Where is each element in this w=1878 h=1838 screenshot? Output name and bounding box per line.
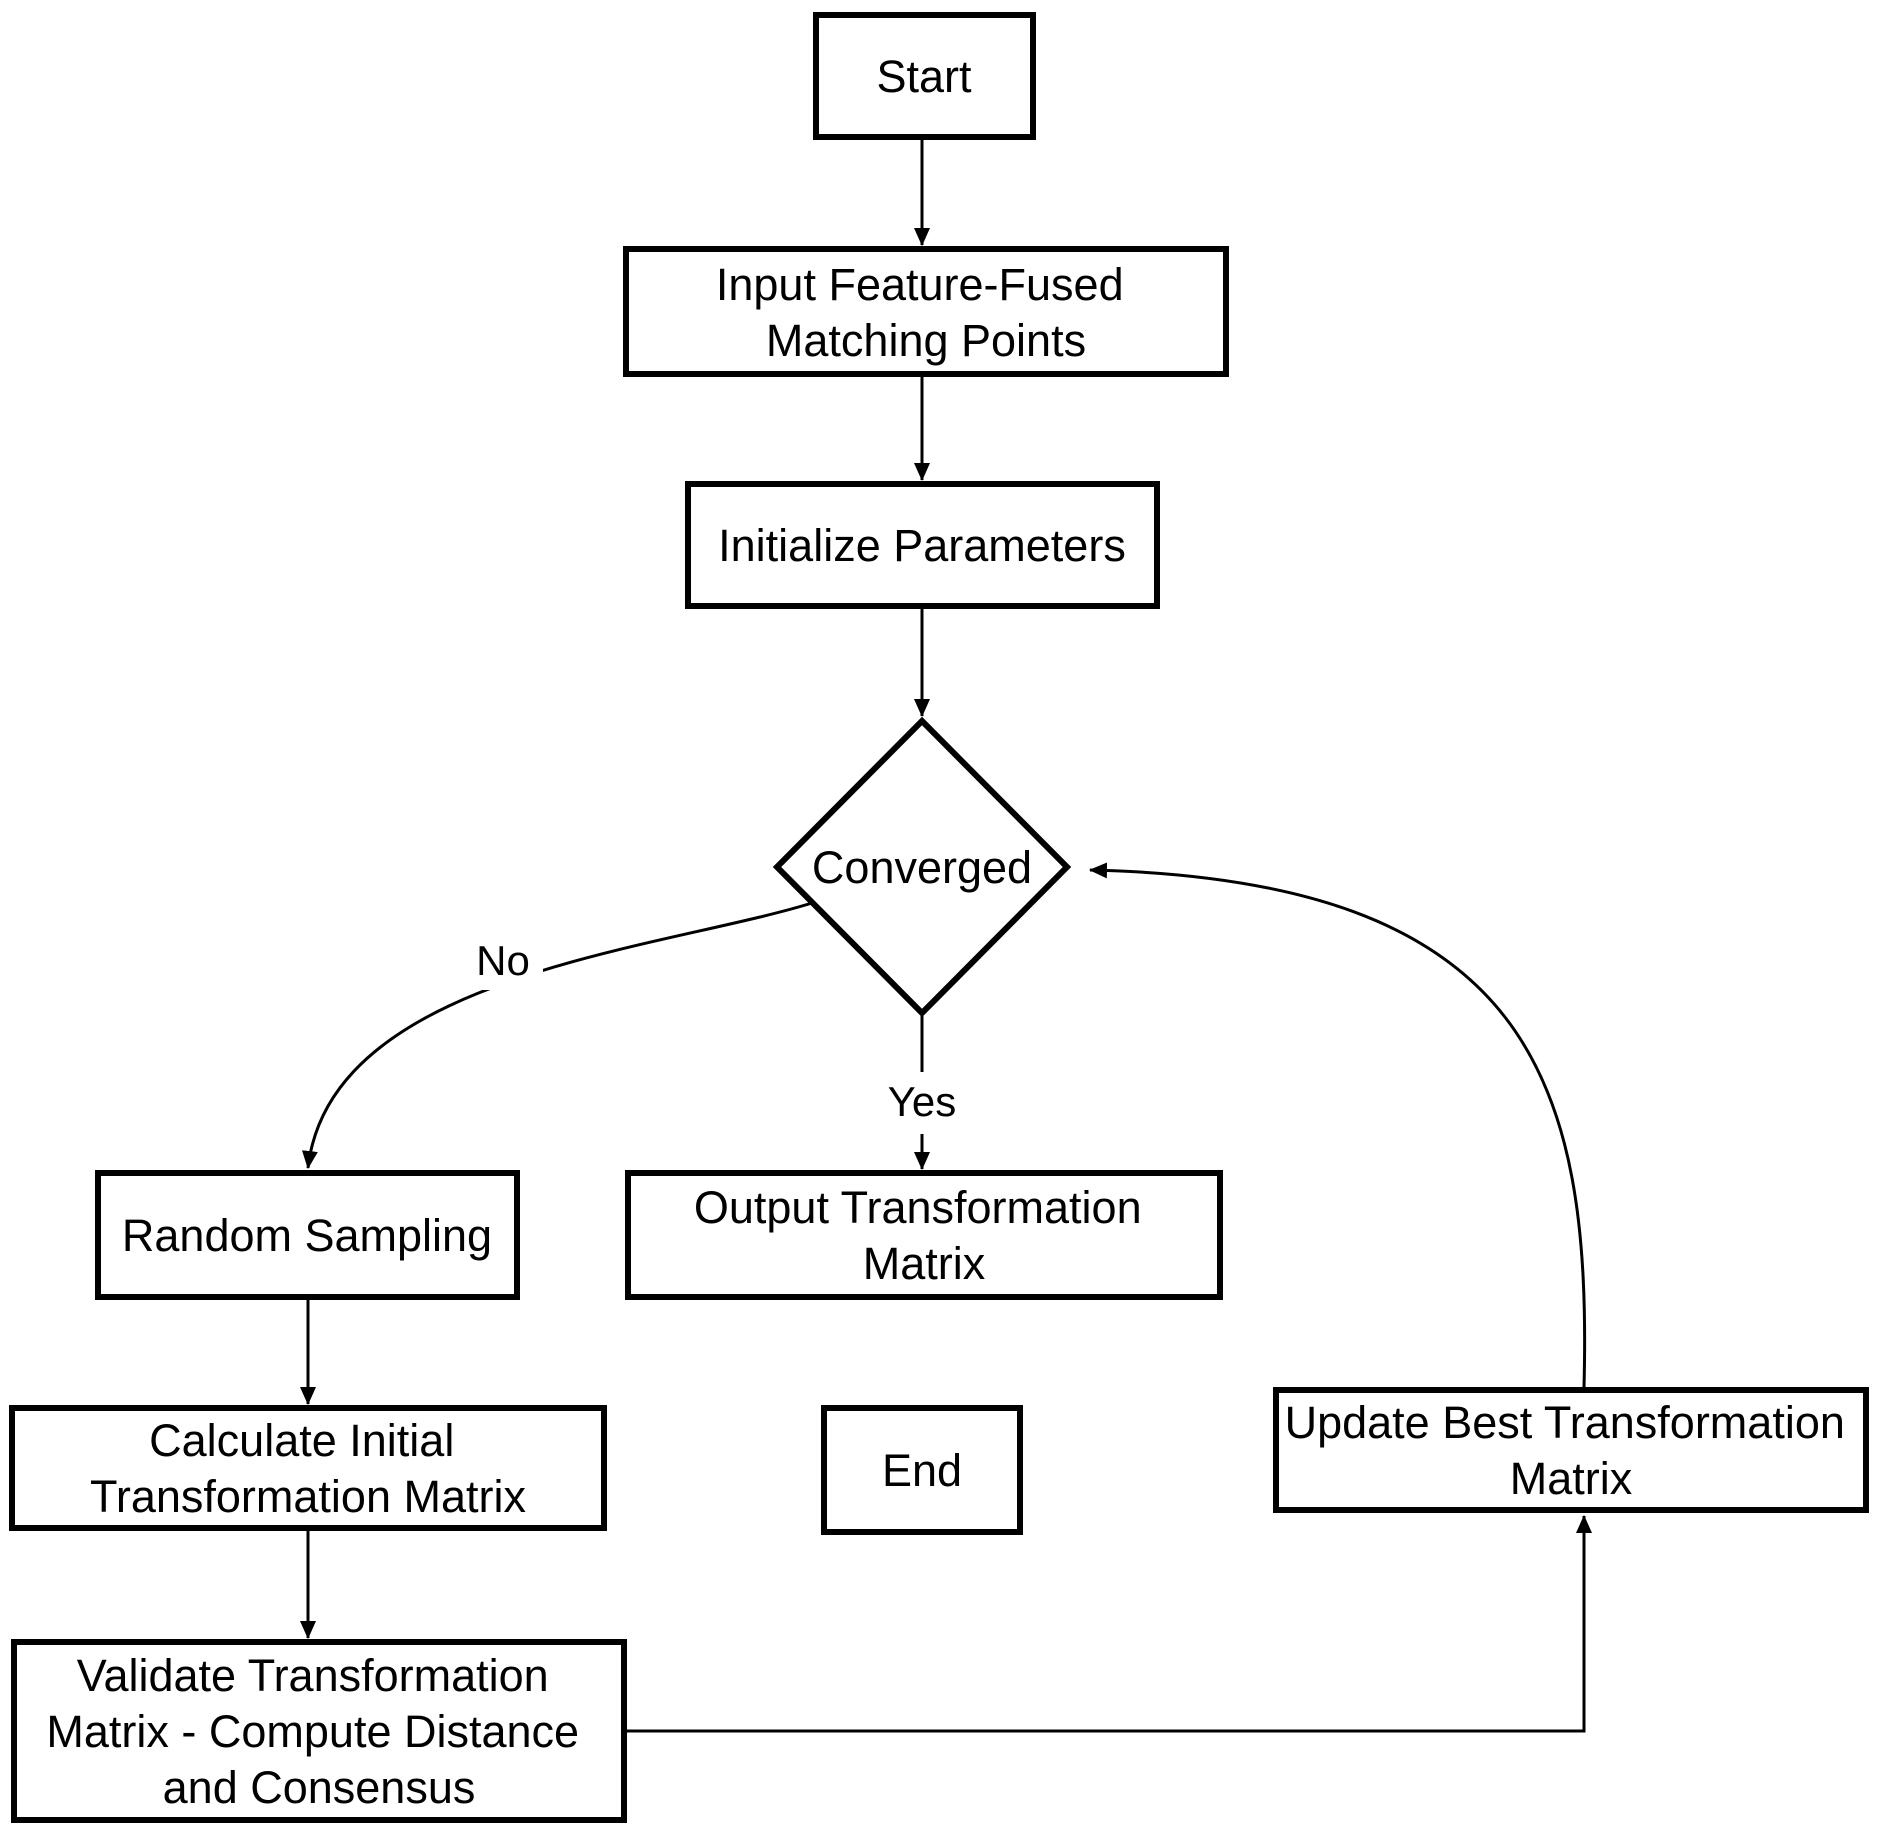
node-converged-decision xyxy=(772,716,1072,1018)
node-output-transformation-matrix xyxy=(625,1170,1223,1300)
node-initialize-parameters xyxy=(685,481,1160,609)
node-calculate-initial-matrix xyxy=(9,1405,607,1531)
node-start-label: Start xyxy=(876,51,972,102)
node-converged-decision-label: Converged xyxy=(812,842,1032,893)
node-start xyxy=(813,12,1036,140)
node-update-best-matrix-label: Update Best Transformation Matrix xyxy=(1285,1397,1858,1504)
node-input-matching-points-label: Input Feature-Fused Matching Points xyxy=(716,259,1136,366)
node-end xyxy=(821,1405,1023,1535)
no-label-mask xyxy=(465,932,543,990)
node-input-matching-points xyxy=(623,246,1229,377)
node-validate-matrix xyxy=(11,1639,627,1823)
node-random-sampling xyxy=(95,1170,520,1300)
node-output-transformation-matrix-label: Output Transformation Matrix xyxy=(694,1182,1154,1289)
edge-label-yes: Yes xyxy=(888,1078,957,1125)
edge-label-no: No xyxy=(476,937,530,984)
yes-label-mask xyxy=(878,1072,968,1134)
node-random-sampling-label: Random Sampling xyxy=(122,1210,492,1261)
node-end-label: End xyxy=(882,1445,962,1496)
node-update-best-matrix xyxy=(1273,1387,1869,1513)
node-initialize-parameters-label: Initialize Parameters xyxy=(718,520,1126,571)
edge-update-to-converged xyxy=(1089,862,1587,1388)
node-calculate-initial-matrix-label: Calculate Initial Transformation Matrix xyxy=(90,1415,526,1522)
edge-validate-to-update xyxy=(624,1515,1592,1733)
node-validate-matrix-label: Validate Transformation Matrix - Compute… xyxy=(46,1650,591,1813)
